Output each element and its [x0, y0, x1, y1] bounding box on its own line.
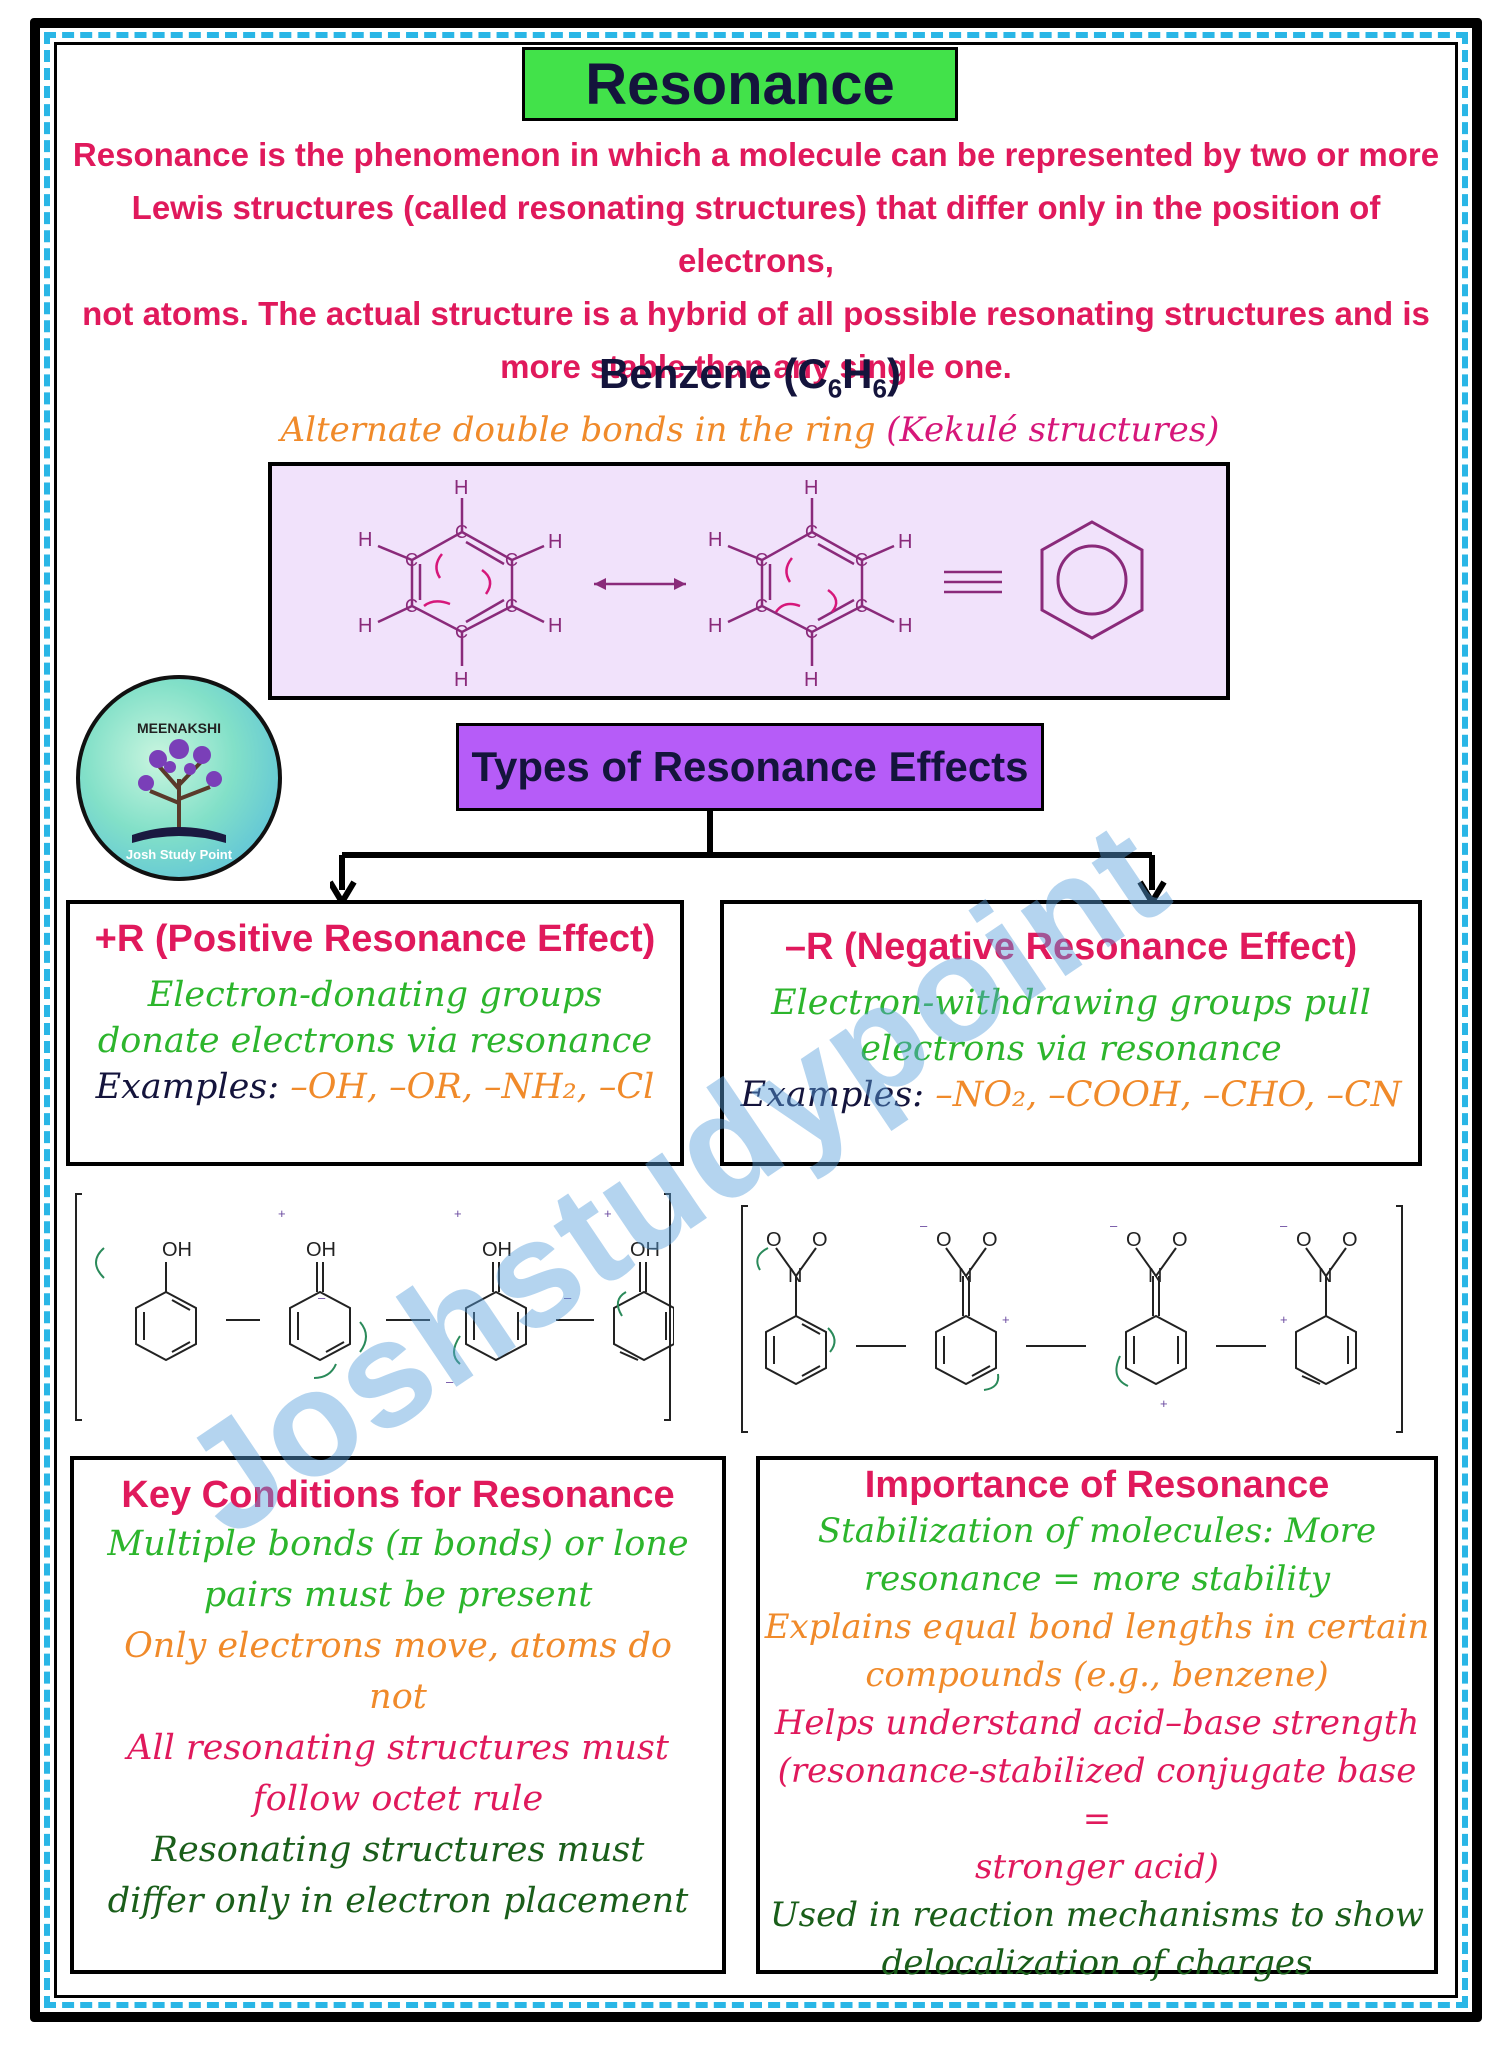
oxygen-label: O	[1126, 1229, 1142, 1251]
atom-label: C	[805, 622, 818, 642]
atom-label: H	[358, 529, 372, 551]
card-title: +R (Positive Resonance Effect)	[94, 918, 656, 960]
charge-minus: –	[1280, 1218, 1288, 1233]
atom-label: H	[454, 669, 468, 691]
negative-resonance-card: –R (Negative Resonance Effect) Electron-…	[720, 900, 1422, 1166]
card-line: Electron-withdrawing groups pull	[771, 983, 1371, 1023]
atom-label: H	[548, 615, 562, 637]
charge-minus: –	[1110, 1218, 1118, 1233]
subtitle-orange: Alternate double bonds in the ring	[280, 410, 876, 450]
atom-label: C	[855, 596, 868, 616]
atom-label: C	[855, 550, 868, 570]
atom-label: C	[505, 596, 518, 616]
atom-label: H	[898, 615, 912, 637]
oxygen-label: O	[812, 1229, 828, 1251]
atom-label: H	[804, 669, 818, 691]
atom-label: C	[805, 522, 818, 542]
atom-label: C	[455, 622, 468, 642]
charge-plus: +	[604, 1206, 612, 1221]
page-title: Resonance	[522, 47, 958, 121]
phenol-resonance-diagram: OH OH OH OH + + + – – –	[75, 1193, 674, 1421]
oxygen-label: O	[1172, 1229, 1188, 1251]
tree-connector	[330, 810, 1167, 908]
oxygen-label: O	[982, 1229, 998, 1251]
charge-minus: –	[564, 1290, 572, 1305]
benzene-structures-box: H H H H H H H H H H H H C C C C C C C C …	[268, 462, 1230, 700]
atom-label: H	[708, 615, 722, 637]
logo-bottom-text: Josh Study Point	[126, 847, 233, 862]
examples-line: Examples: –NO₂, –COOH, –CHO, –CN	[740, 1075, 1402, 1115]
definition-line: more stable than any single one.	[500, 348, 1012, 385]
atom-label: C	[755, 550, 768, 570]
charge-plus: +	[278, 1206, 286, 1221]
inner-frame	[54, 42, 1458, 1998]
definition-line: Resonance is the phenomenon in which a m…	[72, 136, 1440, 173]
kekule-structures-diagram: H H H H H H H H H H H H C C C C C C C C …	[358, 477, 1144, 691]
card-title: –R (Negative Resonance Effect)	[784, 926, 1358, 968]
card-line: electrons via resonance	[860, 1029, 1282, 1069]
definition-line: Lewis structures (called resonating stru…	[131, 189, 1381, 279]
benzene-heading: Benzene (C6H6)	[599, 350, 901, 404]
atom-label: C	[755, 596, 768, 616]
card-line: donate electrons via resonance	[97, 1021, 653, 1061]
atom-label: H	[898, 531, 912, 553]
atom-label: H	[454, 477, 468, 499]
oxygen-label: O	[1296, 1229, 1312, 1251]
charge-plus: +	[1160, 1396, 1168, 1411]
outer-frame	[30, 18, 1482, 2022]
oxygen-label: O	[936, 1229, 952, 1251]
tree-logo-icon: MEENAKSHI Josh Study Point	[126, 720, 233, 862]
benzene-subtitle: Alternate double bonds in the ring (Keku…	[200, 410, 1300, 450]
oxygen-label: O	[766, 1229, 782, 1251]
definition-text: Resonance is the phenomenon in which a m…	[70, 128, 1442, 393]
nitrogen-label: N	[1318, 1265, 1332, 1287]
oh-label: OH	[630, 1239, 660, 1261]
nitrogen-label: N	[958, 1265, 972, 1287]
charge-minus: –	[318, 1290, 326, 1305]
nitrogen-label: N	[1148, 1265, 1162, 1287]
oxygen-label: O	[1342, 1229, 1358, 1251]
card-title: Importance of Resonance	[864, 1464, 1330, 1506]
subtitle-pink: (Kekulé structures)	[886, 410, 1220, 450]
oh-label: OH	[162, 1239, 192, 1261]
nitrogen-label: N	[788, 1265, 802, 1287]
oh-label: OH	[306, 1239, 336, 1261]
charge-minus: –	[446, 1374, 454, 1389]
importance-card: Importance of Resonance Stabilization of…	[756, 1456, 1438, 1983]
logo-top-text: MEENAKSHI	[137, 720, 221, 736]
charge-minus: –	[920, 1218, 928, 1233]
card-line: Electron-donating groups	[147, 975, 603, 1015]
atom-label: C	[455, 522, 468, 542]
charge-plus: +	[1280, 1312, 1288, 1327]
oh-label: OH	[482, 1239, 512, 1261]
josh-study-point-logo: MEENAKSHI Josh Study Point	[76, 675, 282, 881]
card-title: Key Conditions for Resonance	[121, 1474, 675, 1516]
dashed-frame	[44, 32, 1468, 2008]
examples-line: Examples: –OH, –OR, –NH₂, –Cl	[95, 1067, 655, 1107]
positive-resonance-card: +R (Positive Resonance Effect) Electron-…	[66, 900, 684, 1166]
atom-label: H	[358, 615, 372, 637]
atom-label: H	[708, 529, 722, 551]
charge-plus: +	[454, 1206, 462, 1221]
nitrobenzene-resonance-diagram: N N N N O O O O O O O O – – – + + +	[741, 1205, 1403, 1433]
key-conditions-card: Key Conditions for Resonance Multiple bo…	[70, 1456, 726, 1974]
atom-label: C	[505, 550, 518, 570]
charge-plus: +	[1002, 1312, 1010, 1327]
atom-label: H	[804, 477, 818, 499]
atom-label: C	[405, 596, 418, 616]
types-of-resonance-header: Types of Resonance Effects	[456, 723, 1044, 811]
atom-label: H	[548, 531, 562, 553]
definition-line: not atoms. The actual structure is a hyb…	[82, 295, 1430, 332]
importance-item: Helps understand acid–base strength(reso…	[774, 1703, 1420, 1887]
atom-label: C	[405, 550, 418, 570]
